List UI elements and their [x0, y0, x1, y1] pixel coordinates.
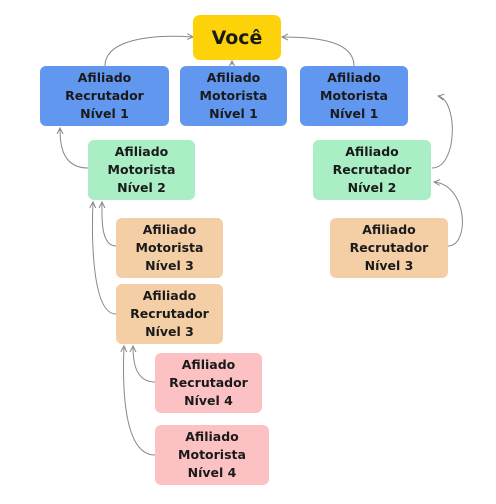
node-you: Você: [193, 15, 281, 60]
connector-l1recrutador-to-you: [104, 36, 193, 67]
node-affiliate-recruiter-level-2: Afiliado Recrutador Nível 2: [313, 140, 431, 200]
node-affiliate-recruiter-level-3-left: Afiliado Recrutador Nível 3: [116, 284, 223, 344]
node-affiliate-driver-level-4: Afiliado Motorista Nível 4: [155, 425, 269, 485]
node-affiliate-driver-level-1-center-label: Afiliado Motorista Nível 1: [199, 70, 268, 121]
node-affiliate-recruiter-level-2-label: Afiliado Recrutador Nível 2: [332, 144, 412, 195]
node-affiliate-driver-level-1-center: Afiliado Motorista Nível 1: [180, 66, 287, 126]
node-affiliate-recruiter-level-1: Afiliado Recrutador Nível 1: [40, 66, 169, 126]
node-affiliate-recruiter-level-4-label: Afiliado Recrutador Nível 4: [169, 357, 248, 408]
node-affiliate-recruiter-level-3-left-label: Afiliado Recrutador Nível 3: [130, 288, 209, 339]
node-affiliate-recruiter-level-3-right-label: Afiliado Recrutador Nível 3: [349, 222, 429, 273]
node-affiliate-driver-level-2-label: Afiliado Motorista Nível 2: [107, 144, 176, 195]
connector-l3recrutador-to-l2motorista: [93, 202, 117, 315]
node-affiliate-driver-level-4-label: Afiliado Motorista Nível 4: [178, 429, 246, 480]
node-affiliate-recruiter-level-3-right: Afiliado Recrutador Nível 3: [330, 218, 448, 278]
node-affiliate-driver-level-3: Afiliado Motorista Nível 3: [116, 218, 223, 278]
node-affiliate-driver-level-1-right: Afiliado Motorista Nível 1: [300, 66, 408, 126]
connector-l1motoristab-to-you: [282, 37, 355, 67]
node-affiliate-recruiter-level-1-label: Afiliado Recrutador Nível 1: [65, 70, 144, 121]
node-affiliate-recruiter-level-4: Afiliado Recrutador Nível 4: [155, 353, 262, 413]
connector-l2recrutador-to-l1motoristab: [431, 96, 453, 169]
node-affiliate-driver-level-3-label: Afiliado Motorista Nível 3: [135, 222, 204, 273]
connector-l3motorista-to-l2motorista: [102, 202, 117, 247]
connector-l2motorista-to-l1recrutador: [60, 128, 89, 169]
node-affiliate-driver-level-2: Afiliado Motorista Nível 2: [88, 140, 195, 200]
node-you-label: Você: [211, 26, 263, 49]
connector-l4motorista-to-l3recrutador: [123, 346, 156, 456]
node-affiliate-driver-level-1-right-label: Afiliado Motorista Nível 1: [320, 70, 388, 121]
connector-l4recrutador-to-l3recrutador: [133, 346, 156, 383]
